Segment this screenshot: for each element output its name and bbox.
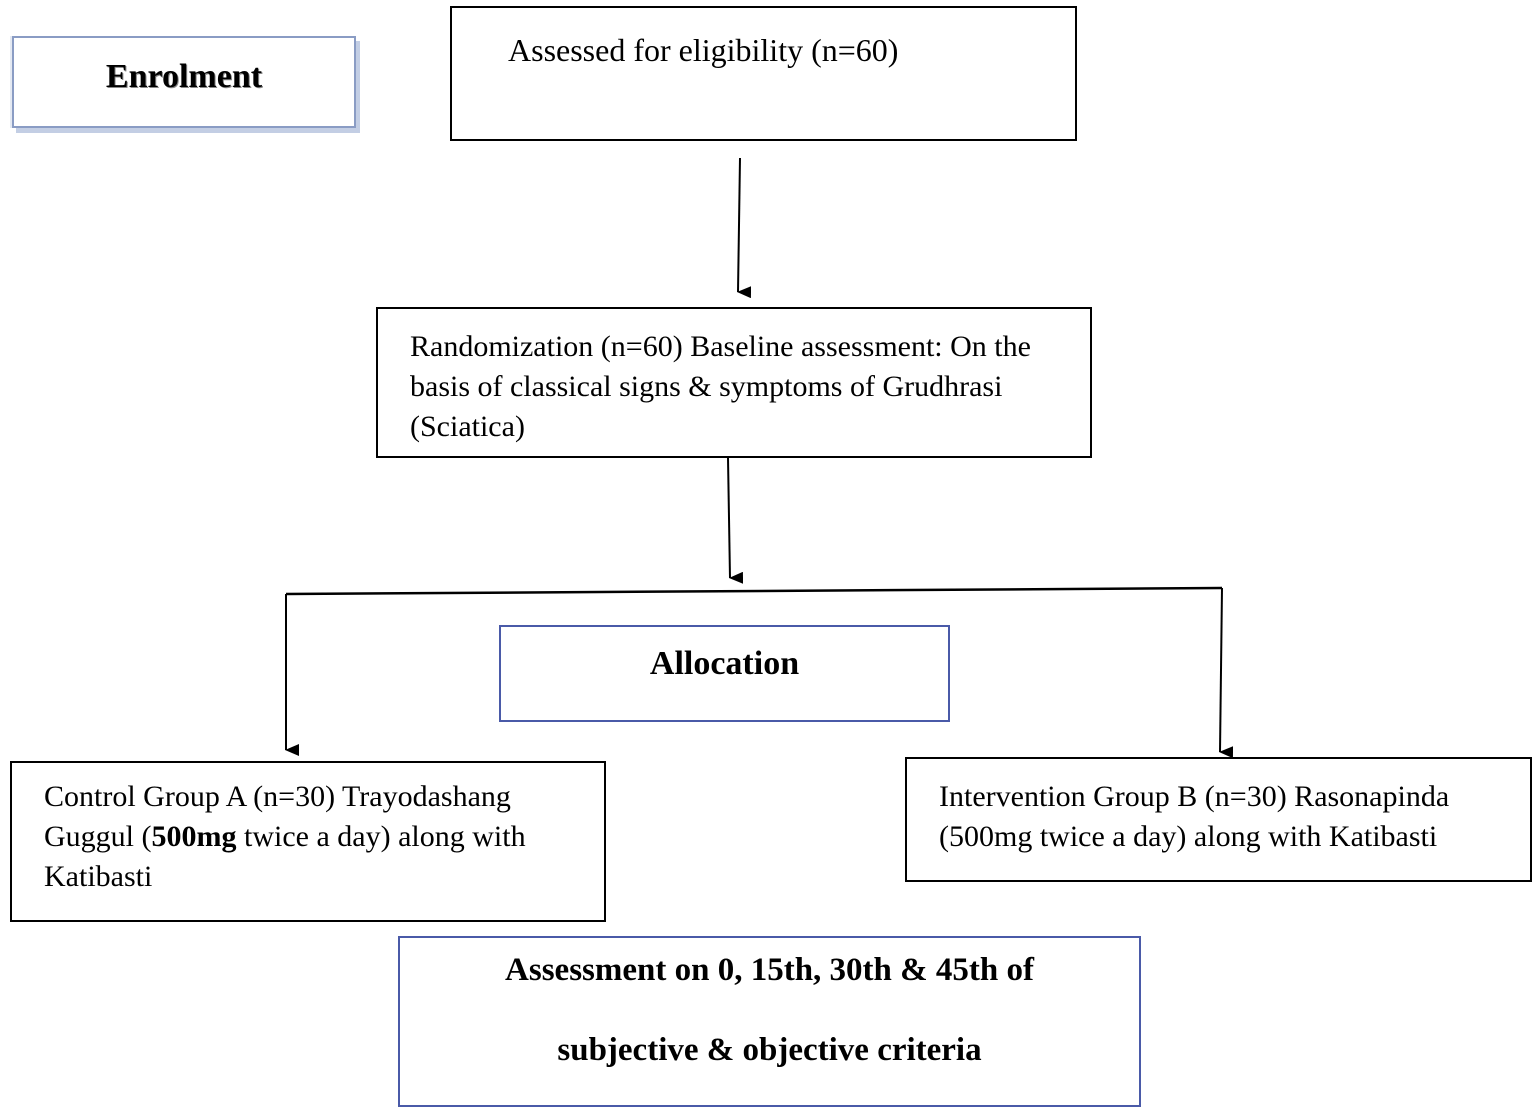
arrow-randomization-to-split [727, 457, 744, 584]
arrow-eligibility-to-randomization [737, 157, 752, 299]
group-a-text-part2: twice a day) along with Katibasti [44, 820, 526, 893]
control-group-a-text: Control Group A (n=30) Trayodashang Gugg… [44, 777, 594, 897]
allocation-box: Allocation [499, 625, 950, 722]
randomization-text: Randomization (n=60) Baseline assessment… [410, 330, 1031, 443]
randomization-box: Randomization (n=60) Baseline assessment… [376, 307, 1092, 458]
enrolment-box: Enrolment [12, 36, 356, 128]
enrolment-label: Enrolment [105, 58, 263, 95]
split-horizontal-line [285, 586, 1223, 596]
control-group-a-box: Control Group A (n=30) Trayodashang Gugg… [10, 761, 606, 922]
group-a-text-part1: Control Group A (n=30) Trayodashang Gugg… [44, 780, 511, 853]
allocation-label: Allocation [649, 645, 800, 682]
eligibility-box: Assessed for eligibility (n=60) [450, 6, 1077, 141]
group-a-dose: 500mg [151, 820, 237, 853]
assessment-line-1: Assessment on 0, 15th, 30th & 45th of [505, 952, 1034, 988]
assessment-box: Assessment on 0, 15th, 30th & 45th of su… [398, 936, 1141, 1107]
assessment-line-2: subjective & objective criteria [557, 1032, 982, 1068]
intervention-group-b-box: Intervention Group B (n=30) Rasonapinda … [905, 757, 1532, 882]
arrow-to-group-b [1219, 587, 1234, 759]
intervention-group-b-text: Intervention Group B (n=30) Rasonapinda … [939, 780, 1450, 853]
eligibility-text: Assessed for eligibility (n=60) [508, 32, 899, 68]
